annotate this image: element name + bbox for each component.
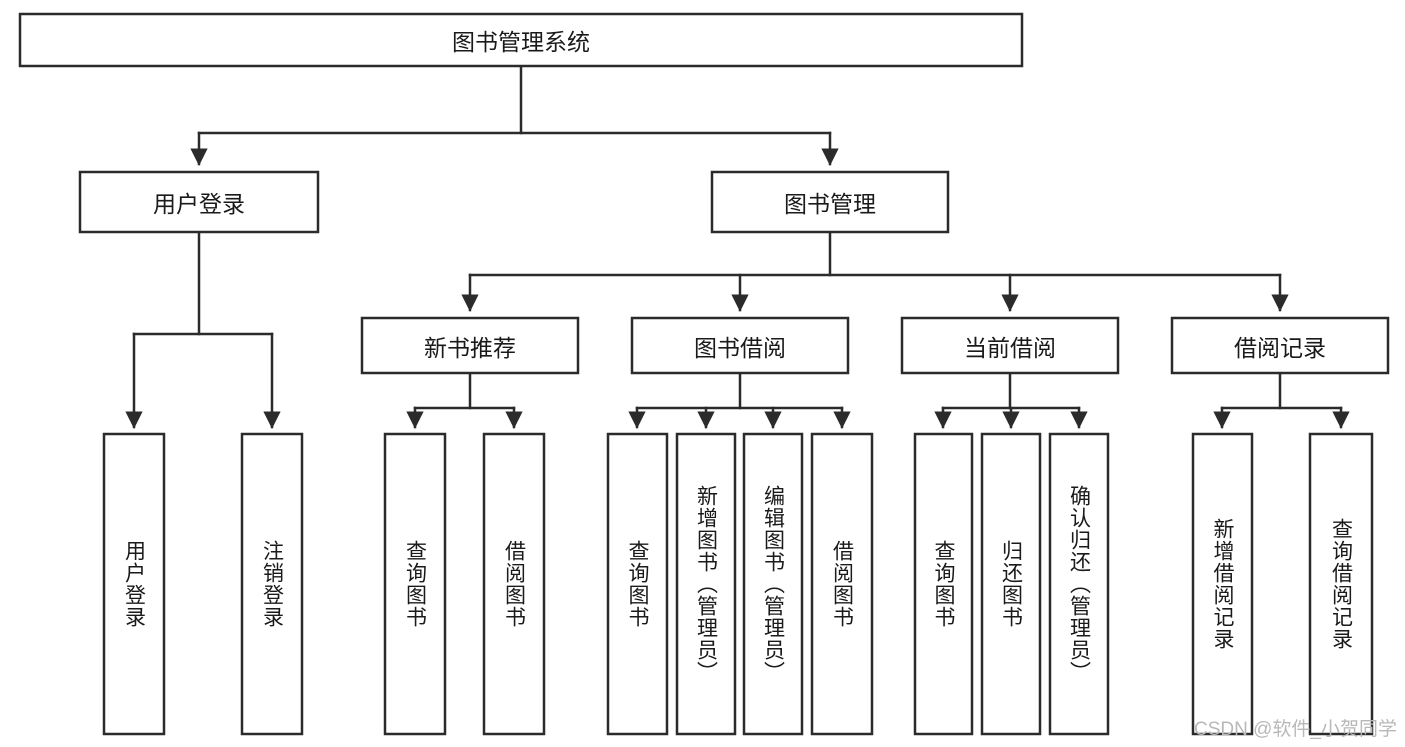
node-box-new-book-recommend[interactable] — [360, 316, 580, 375]
node-box-leaf-confirm-return-admin[interactable] — [1048, 432, 1110, 736]
node-box-leaf-add-book-admin[interactable] — [675, 432, 737, 736]
node-box-leaf-query-book-1[interactable] — [383, 432, 447, 736]
node-box-leaf-user-login[interactable] — [102, 432, 166, 736]
node-box-leaf-query-borrow-record[interactable] — [1308, 432, 1374, 736]
node-box-book-manage[interactable] — [710, 170, 950, 234]
node-box-leaf-return-book[interactable] — [980, 432, 1042, 736]
node-box-title[interactable] — [18, 12, 1024, 68]
node-box-leaf-query-book-3[interactable] — [913, 432, 974, 736]
node-box-current-borrow[interactable] — [900, 316, 1120, 375]
node-box-leaf-logout-login[interactable] — [240, 432, 304, 736]
connector-group — [125, 64, 1350, 429]
node-box-leaf-query-book-2[interactable] — [606, 432, 669, 736]
node-box-user-login[interactable] — [78, 170, 320, 234]
node-box-leaf-edit-book-admin[interactable] — [742, 432, 804, 736]
node-box-leaf-borrow-book-1[interactable] — [482, 432, 546, 736]
node-box-book-borrow[interactable] — [630, 316, 850, 375]
node-box-leaf-add-borrow-record[interactable] — [1191, 432, 1254, 736]
node-box-borrow-record[interactable] — [1170, 316, 1390, 375]
node-box-leaf-borrow-book-2[interactable] — [810, 432, 874, 736]
